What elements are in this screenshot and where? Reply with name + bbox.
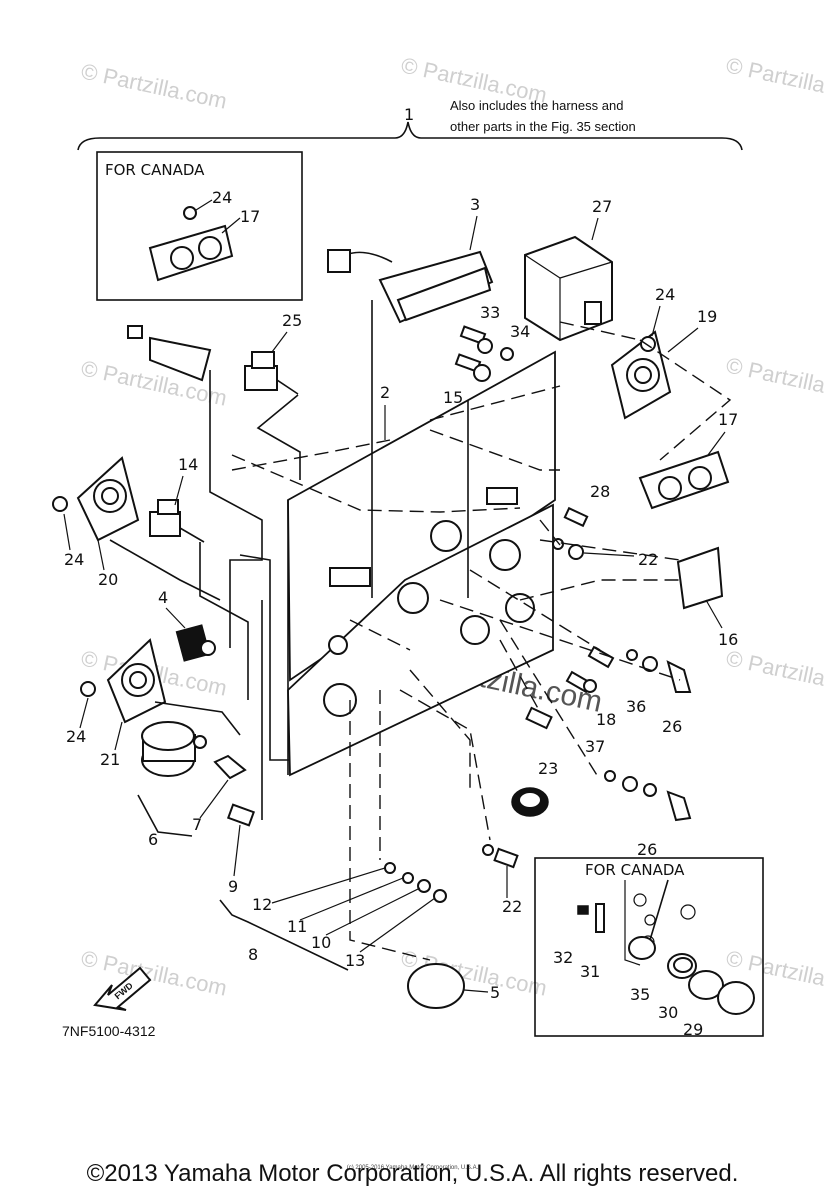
part-label-23: 23 [538,759,558,778]
bolt-9: 9 [226,803,256,896]
toggle-switch-14: 14 [149,455,205,543]
diagram-code: 7NF5100-4312 [62,1023,156,1039]
watermark: © Partzilla.com [724,352,825,407]
receptacle-20: 24 20 [52,456,140,589]
part-label-32: 32 [553,948,573,967]
part-label-24: 24 [655,285,675,304]
screws-33-34-15: 33 34 15 [443,303,530,407]
part-label-35: 35 [630,985,650,1004]
micro-copyright: (c) 2005-2016 Yamaha Motor Corporation, … [346,1165,479,1171]
right-side-parts: 16 28 22 36 18 37 26 23 26 22 [482,482,738,916]
part-label-24: 24 [64,550,84,569]
part-label-29: 29 [683,1020,703,1039]
part-label-3: 3 [470,195,480,214]
part-label-34: 34 [510,322,530,341]
part-label-2: 2 [380,383,390,402]
canada-inset-title: FOR CANADA [585,861,685,879]
receptacle-17: 17 [638,410,738,510]
part-label-26: 26 [662,717,682,736]
part-label-33: 33 [480,303,500,322]
cap-5: 5 [407,963,500,1009]
part-label-15: 15 [443,388,463,407]
part-label-18: 18 [596,710,616,729]
fwd-arrow-icon: FWD [93,966,152,1011]
watermark: © Partzilla.com [724,52,825,107]
washers-8-10-13: 12 11 10 13 8 [219,862,447,971]
part-label-17: 17 [240,207,260,226]
relay-box-27: 27 [524,197,613,342]
part-label-25: 25 [282,311,302,330]
part-label-30: 30 [658,1003,678,1022]
canada-inset-top: FOR CANADA 24 17 [96,151,303,301]
part-label-27: 27 [592,197,612,216]
instrument-panel: 2 [287,350,556,777]
part-label-6: 6 [148,830,158,849]
part-label-5: 5 [490,983,500,1002]
watermark: © Partzilla.com [79,945,229,1000]
part-label-7: 7 [192,815,202,834]
receptacle-21: 24 21 [66,638,167,769]
receptacle-19: 24 19 [610,285,717,420]
assembly-brace: 1 Also includes the harness and other pa… [77,98,743,151]
part-label-13: 13 [345,951,365,970]
part-label-19: 19 [697,307,717,326]
part-label-14: 14 [178,455,198,474]
part-label-4: 4 [158,588,168,607]
canada-inset-bottom: FOR CANADA 32 31 35 30 29 [534,857,764,1039]
part-label-8: 8 [248,945,258,964]
part-label-11: 11 [287,917,307,936]
part-label-22: 22 [638,550,658,569]
lamp-ring [511,787,549,817]
part-label-36: 36 [626,697,646,716]
clip [127,325,212,382]
copyright-footer: ©2013 Yamaha Motor Corporation, U.S.A. A… [86,1160,739,1187]
toggle-switch-25: 25 [244,311,302,395]
part-label-28: 28 [590,482,610,501]
watermark: © Partzilla.com [79,58,229,113]
note-line-2: other parts in the Fig. 35 section [450,119,636,134]
part-label-20: 20 [98,570,118,589]
part-label-17: 17 [718,410,738,429]
part-label-24: 24 [212,188,232,207]
part-label-31: 31 [580,962,600,981]
switch-4: 4 [158,588,216,662]
part-label-12: 12 [252,895,272,914]
hour-meter-3: 3 [327,195,494,324]
part-label-9: 9 [228,877,238,896]
main-switch-6-7: 6 7 [137,721,247,849]
note-line-1: Also includes the harness and [450,98,623,113]
part-label-37: 37 [585,737,605,756]
part-label-22: 22 [502,897,522,916]
part-label-10: 10 [311,933,331,952]
part-label-26: 26 [637,840,657,859]
canada-inset-title: FOR CANADA [105,161,205,179]
part-label-1: 1 [404,105,414,124]
wiring-lines [109,300,732,961]
part-label-16: 16 [718,630,738,649]
part-label-21: 21 [100,750,120,769]
watermark: © Partzilla.com [724,645,825,700]
part-label-24: 24 [66,727,86,746]
